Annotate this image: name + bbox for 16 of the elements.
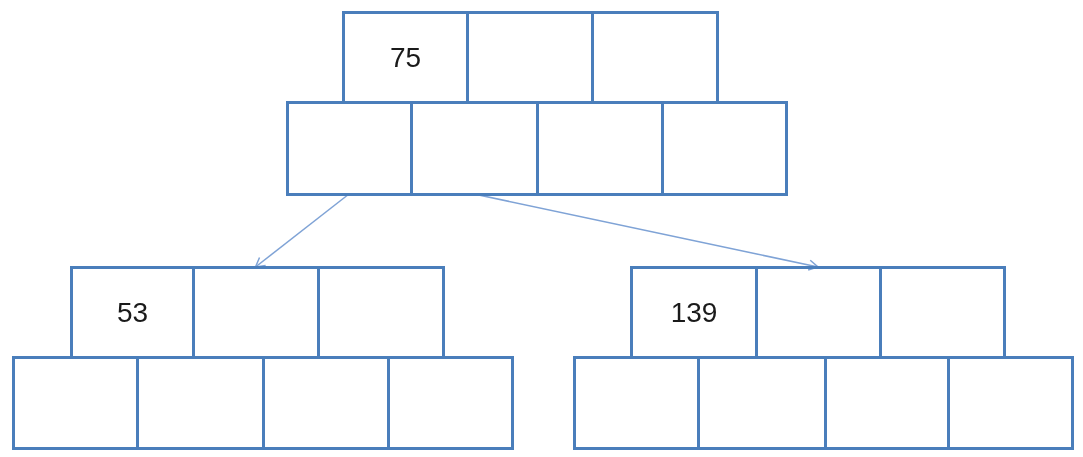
empty-cell	[947, 356, 1074, 450]
empty-cell	[573, 356, 700, 450]
empty-cell	[317, 266, 445, 359]
empty-cell	[879, 266, 1006, 359]
key-value: 53	[116, 295, 149, 330]
arrow	[254, 193, 350, 268]
key-cell	[70, 266, 195, 359]
empty-cell	[12, 356, 139, 450]
empty-cell	[286, 101, 413, 196]
empty-cell	[591, 11, 719, 104]
key-cell	[630, 266, 758, 359]
empty-cell	[661, 101, 788, 196]
key-value: 75	[389, 40, 422, 75]
empty-cell	[387, 356, 514, 450]
key-cell	[342, 11, 469, 104]
key-value: 139	[670, 295, 718, 330]
